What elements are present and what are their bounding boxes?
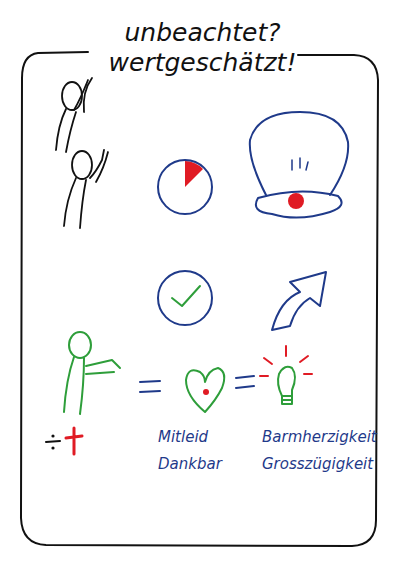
keyword-label: Mitleid [158, 428, 208, 446]
stick-figure [56, 78, 92, 152]
figure-body [56, 78, 92, 152]
red-dot [288, 193, 304, 209]
clock-face [158, 160, 212, 214]
keyword-label: Dankbar [158, 455, 222, 473]
divide-dot [51, 434, 54, 437]
equals-sign [140, 381, 160, 392]
clock-icon [158, 160, 212, 214]
cloche-plate [256, 191, 342, 217]
shine-lines [292, 158, 308, 170]
equals-sign [236, 376, 254, 388]
bulb [278, 367, 295, 404]
figure-head [72, 151, 92, 179]
figure-head [69, 332, 91, 358]
page-title: unbeachtet? wertgeschätzt! [95, 18, 310, 78]
red-dot [203, 389, 209, 395]
red-cross [66, 428, 82, 454]
keyword-label: Barmherzigkeit [262, 428, 377, 446]
curved-arrow [272, 272, 326, 330]
clock-icon [158, 271, 212, 325]
divide-symbol [46, 441, 60, 442]
figure-head [62, 82, 82, 110]
lightbulb-icon [260, 346, 312, 404]
cloche-icon [250, 112, 348, 218]
clock-face [158, 271, 212, 325]
bulb-rays [260, 346, 312, 376]
heart-outline [186, 368, 224, 412]
figure-body [64, 357, 120, 414]
keyword-label: Grosszügigkeit [262, 455, 373, 473]
heart-icon [186, 368, 224, 412]
stick-figure [64, 150, 108, 228]
clock-hands [172, 286, 200, 306]
frame [21, 52, 378, 546]
divide-dot [51, 446, 54, 449]
cloche-dome [250, 112, 348, 195]
giving-figure [64, 332, 120, 414]
figure-body [64, 150, 108, 228]
